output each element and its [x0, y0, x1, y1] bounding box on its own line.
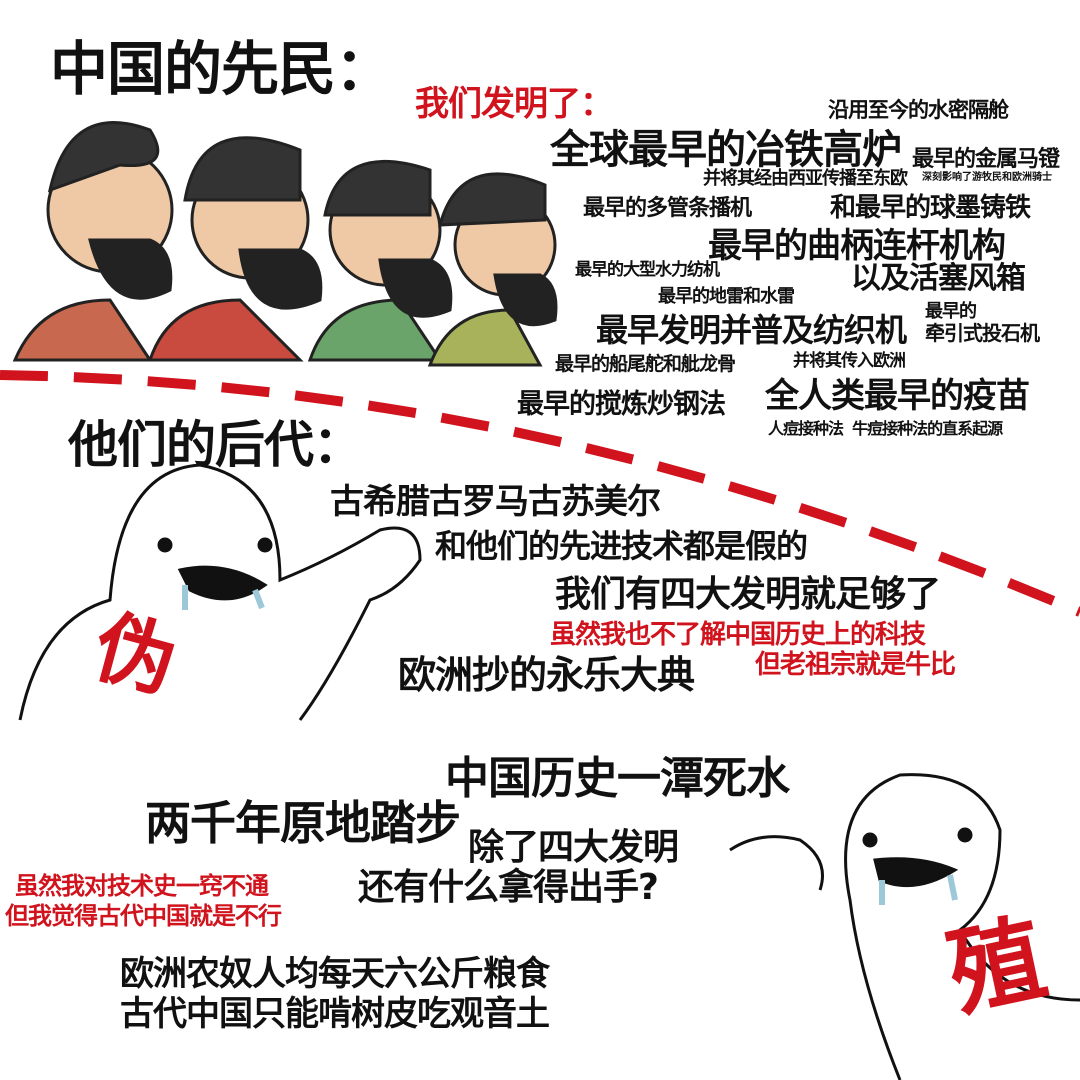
invention-item: 最早的金属马镫 [912, 147, 1060, 172]
claim-line: 我们有四大发明就足够了 [555, 574, 941, 615]
invention-item: 并将其传入欧洲 [793, 351, 906, 371]
invention-item: 最早的曲柄连杆机构 [708, 226, 1006, 266]
claim-line: 和他们的先进技术都是假的 [435, 527, 808, 565]
invention-item: 最早的搅炼炒钢法 [517, 389, 726, 420]
claim-line-red: 虽然我也不了解中国历史上的科技 [550, 620, 926, 650]
invention-item: 并将其经由西亚传播至东欧 [703, 168, 908, 189]
invention-item: 深刻影响了游牧民和欧洲骑士 [922, 172, 1052, 183]
claim-line: 古希腊古罗马古苏美尔 [330, 482, 661, 522]
claim-line: 还有什么拿得出手? [358, 867, 659, 908]
invention-item: 和最早的球墨铸铁 [830, 193, 1031, 223]
claim-line: 中国历史一潭死水 [445, 753, 790, 804]
wojak-right [729, 773, 1080, 1080]
wojak-left [18, 463, 422, 721]
invention-item: 以及活塞风箱 [851, 261, 1026, 296]
invention-item: 最早的大型水力纺机 [575, 260, 720, 280]
stamp-colonial: 殖 [939, 903, 1055, 1031]
claim-line: 古代中国只能啃树皮吃观音土 [120, 994, 550, 1034]
invention-item: 全人类最早的疫苗 [765, 376, 1030, 416]
descendants-heading: 他们的后代： [68, 416, 363, 474]
claim-line: 欧洲农奴人均每天六公斤粮食 [120, 954, 550, 994]
invention-item: 最早的地雷和水雷 [658, 286, 795, 307]
claim-line: 欧洲抄的永乐大典 [398, 653, 695, 697]
invention-item: 最早的 [925, 301, 977, 322]
ancestors-heading: 中国的先民： [50, 35, 393, 103]
claim-line-red: 虽然我对技术史一窍不通 [15, 872, 269, 900]
invention-item: 最早发明并普及纺织机 [596, 311, 907, 349]
invented-intro: 我们发明了： [415, 84, 614, 124]
invention-item: 牵引式投石机 [925, 321, 1040, 345]
ancestors-figures [12, 121, 558, 367]
claim-line-red: 但老祖宗就是牛比 [755, 650, 956, 680]
invention-item: 沿用至今的水密隔舱 [828, 98, 1009, 122]
invention-item: 人痘接种法 牛痘接种法的直系起源 [768, 419, 1003, 438]
divider-dashed-curve [0, 370, 1080, 617]
invention-item: 最早的船尾舵和舭龙骨 [555, 353, 736, 375]
claim-line: 除了四大发明 [468, 827, 679, 868]
invention-item: 最早的多管条播机 [583, 196, 752, 221]
invention-item: 全球最早的冶铁高炉 [550, 127, 902, 173]
claim-line-red: 但我觉得古代中国就是不行 [5, 902, 282, 930]
claim-line: 两千年原地踏步 [145, 796, 461, 850]
